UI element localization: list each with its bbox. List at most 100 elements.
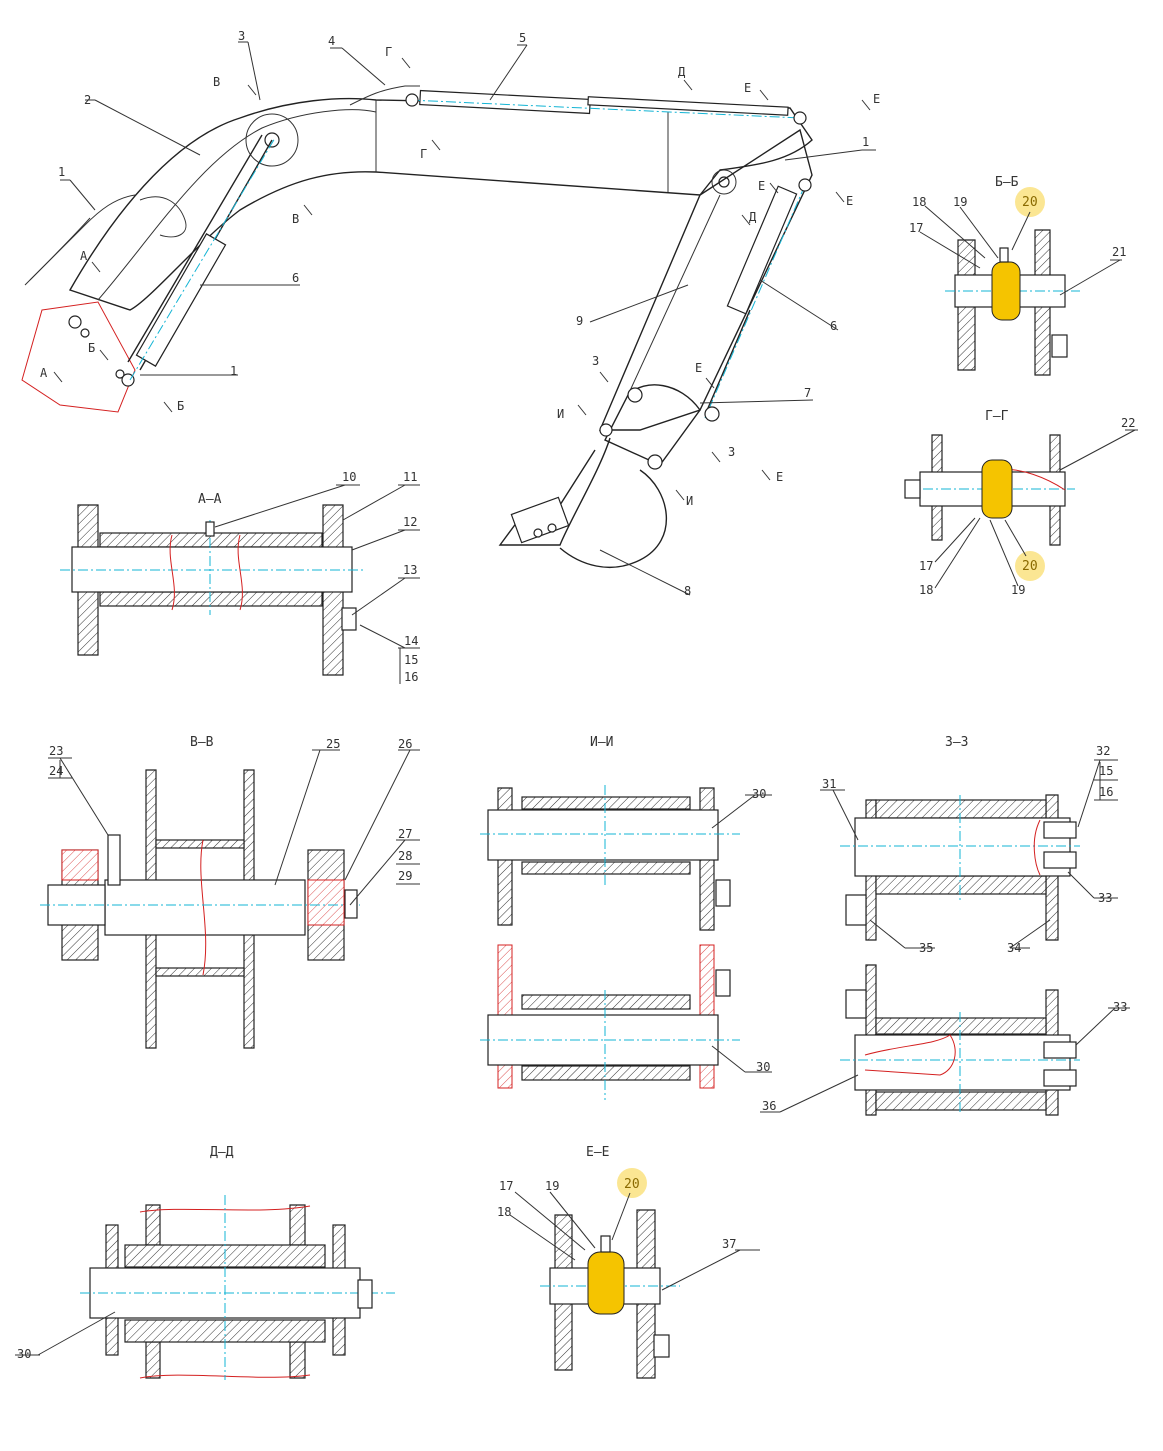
highlight-label: 20	[1022, 559, 1038, 574]
label: 2	[84, 93, 91, 107]
section-title: А–А	[198, 492, 222, 507]
svg-text:В: В	[213, 75, 220, 89]
svg-text:З: З	[728, 445, 735, 459]
label: 30	[17, 1347, 31, 1361]
section-cut-mark	[759, 89, 769, 101]
label: 1	[230, 364, 237, 378]
label: 12	[403, 515, 417, 529]
label: 19	[545, 1179, 559, 1193]
main-view: ВГД ЕЕА АББ ВГЕ ДЕЕ ЗИЗ ИЕ 1 2 3	[21, 29, 880, 598]
label: 7	[804, 386, 811, 400]
section-zz: З–З	[760, 735, 1130, 1116]
boom-foot	[21, 301, 136, 413]
section-cut-mark	[861, 99, 871, 111]
section-bb: Б–Б 18 19 20 17 21	[909, 175, 1126, 376]
label: 3	[238, 29, 245, 43]
label: 18	[497, 1205, 511, 1219]
section-aa: А–А 10 11 12 13 14 15 16	[60, 470, 420, 684]
svg-text:З: З	[592, 354, 599, 368]
section-cut-mark	[761, 469, 771, 481]
section-title: З–З	[945, 735, 968, 750]
section-title: И–И	[590, 735, 613, 750]
svg-text:И: И	[557, 407, 564, 421]
bucket	[498, 437, 667, 568]
section-vv: В–В 23 24 25 26 27 28 29	[40, 735, 420, 1049]
section-cut-mark	[91, 261, 101, 273]
svg-text:Г: Г	[385, 45, 392, 59]
label: 24	[49, 764, 63, 778]
label: 9	[576, 314, 583, 328]
label: 19	[953, 195, 967, 209]
section-cut-mark	[599, 371, 609, 383]
svg-text:Е: Е	[758, 179, 765, 193]
svg-text:Г: Г	[420, 147, 427, 161]
label: 30	[756, 1060, 770, 1074]
section-title: В–В	[190, 735, 214, 750]
label: 18	[912, 195, 926, 209]
section-cut-mark	[675, 489, 685, 501]
label: 29	[398, 869, 412, 883]
section-cut-mark	[741, 214, 751, 226]
section-cut-mark	[769, 182, 779, 194]
section-cut-mark	[163, 401, 173, 413]
label: 28	[398, 849, 412, 863]
label: 5	[519, 31, 526, 45]
svg-text:Д: Д	[678, 65, 686, 79]
label: 15	[1099, 764, 1113, 778]
label: 6	[292, 271, 299, 285]
section-cut-mark	[711, 451, 721, 463]
label: 25	[326, 737, 340, 751]
label: 17	[919, 559, 933, 573]
label: 16	[1099, 785, 1113, 799]
section-cut-mark	[53, 371, 63, 383]
label: 37	[722, 1237, 736, 1251]
section-gg: Г–Г 22 17 18 19 20	[904, 409, 1138, 597]
label: 11	[403, 470, 417, 484]
section-ee: Е–Е 17 19 20 18 37	[497, 1145, 760, 1379]
section-cut-mark	[431, 139, 441, 151]
svg-text:И: И	[686, 494, 693, 508]
svg-text:Е: Е	[873, 92, 880, 106]
label: 10	[342, 470, 356, 484]
label: 16	[404, 670, 418, 684]
main-labels: 1 2 3 4 5 1 6 6 1 9 7 8	[58, 29, 869, 598]
section-cut-mark	[577, 404, 587, 416]
label: 17	[909, 221, 923, 235]
section-cut-mark	[705, 377, 715, 389]
section-cut-mark	[683, 79, 693, 91]
label: 8	[684, 584, 691, 598]
label: 27	[398, 827, 412, 841]
svg-text:А: А	[40, 366, 48, 380]
label: 26	[398, 737, 412, 751]
label: 22	[1121, 416, 1135, 430]
section-title: Е–Е	[586, 1145, 609, 1160]
label: 18	[919, 583, 933, 597]
svg-text:В: В	[292, 212, 299, 226]
svg-text:А: А	[80, 249, 88, 263]
label: 14	[404, 634, 418, 648]
section-title: Д–Д	[210, 1145, 234, 1160]
svg-text:Е: Е	[846, 194, 853, 208]
label: 4	[328, 34, 335, 48]
label: 1	[58, 165, 65, 179]
svg-text:Б: Б	[177, 399, 184, 413]
arm	[598, 128, 813, 431]
label: 6	[830, 319, 837, 333]
section-cut-mark	[303, 204, 313, 216]
label: 36	[762, 1099, 776, 1113]
section-dd: Д–Д 30	[15, 1145, 395, 1380]
label: 31	[822, 777, 836, 791]
highlight-label: 20	[1022, 195, 1038, 210]
section-cut-mark	[835, 191, 845, 203]
label: 33	[1113, 1000, 1127, 1014]
label: 33	[1098, 891, 1112, 905]
label: 1	[862, 135, 869, 149]
svg-text:Д: Д	[749, 210, 757, 224]
section-cut-mark	[247, 84, 257, 96]
section-ii: И–И 30 30	[480, 735, 772, 1100]
section-title: Б–Б	[995, 175, 1019, 190]
svg-text:Е: Е	[695, 361, 702, 375]
label: 19	[1011, 583, 1025, 597]
section-cut-mark	[401, 57, 411, 69]
